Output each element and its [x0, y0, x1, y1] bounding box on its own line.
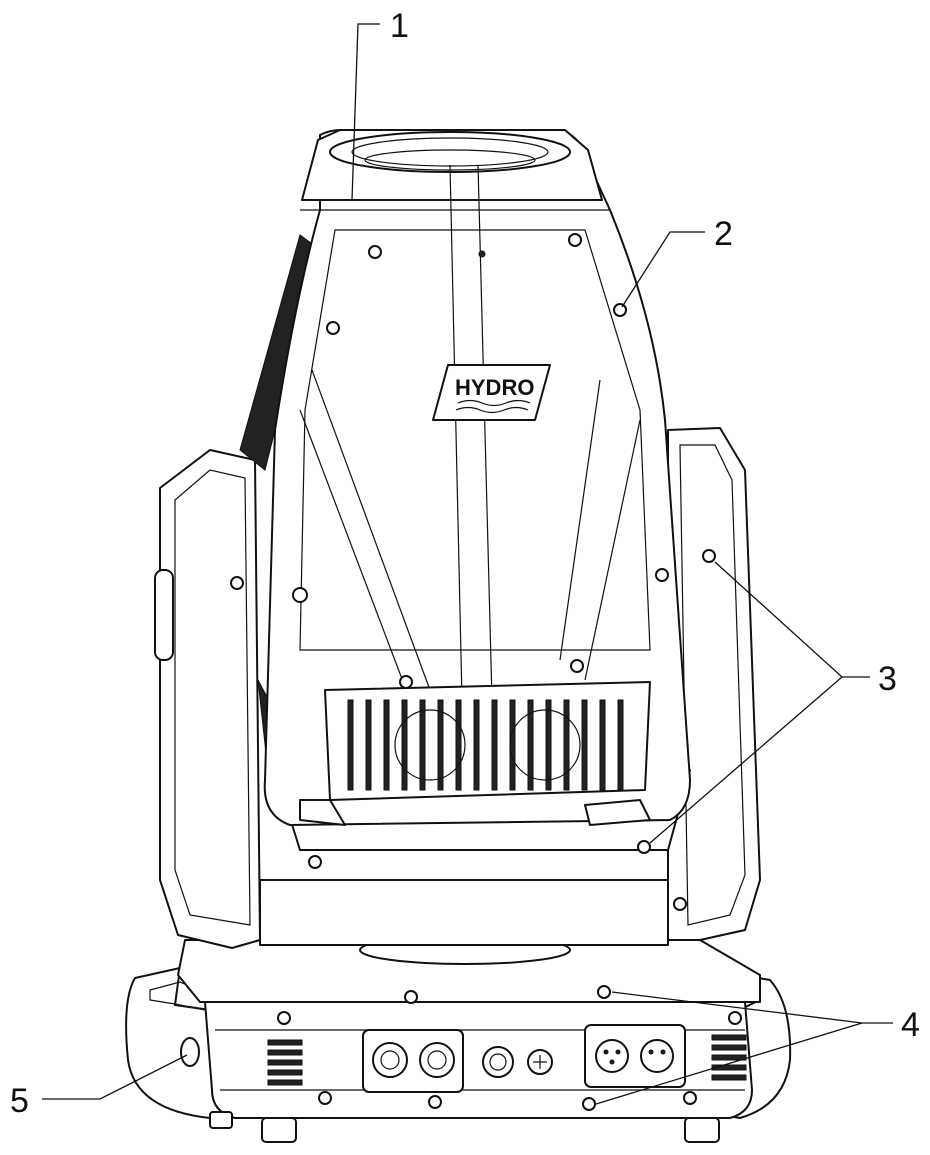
- head-side-screw: [613, 303, 627, 317]
- callout-label-4: 4: [901, 1006, 920, 1044]
- callout-5: 5: [10, 1054, 188, 1120]
- yoke-screw-upper: [702, 549, 716, 563]
- head-unit: HYDRO: [239, 129, 691, 826]
- base-unit: [125, 935, 792, 1143]
- callout-3: 3: [649, 561, 897, 844]
- yoke-crossbar: [259, 879, 669, 946]
- callout-label-3: 3: [878, 660, 897, 698]
- foot-left: [261, 1117, 297, 1143]
- callout-4: 4: [595, 991, 920, 1105]
- foot-left-outer: [209, 1111, 233, 1129]
- callout-1: 1: [351, 7, 409, 201]
- fuse-and-gland: [482, 1046, 553, 1078]
- yoke-left-handle: [154, 569, 174, 661]
- yoke-right-arm: [667, 427, 761, 941]
- callout-label-2: 2: [714, 215, 733, 253]
- dmx-connector-panel: [584, 1024, 686, 1088]
- yoke-left-arm: [159, 449, 261, 949]
- base-vent-right: [711, 1034, 747, 1081]
- callout-label-1: 1: [390, 7, 409, 45]
- yoke-screw-lower: [637, 840, 651, 854]
- foot-right: [684, 1117, 720, 1143]
- yoke: [154, 427, 761, 949]
- callout-label-5: 5: [10, 1082, 29, 1120]
- logo-text: HYDRO: [455, 375, 534, 400]
- callout-2: 2: [621, 215, 733, 308]
- power-connector-panel: [362, 1029, 464, 1093]
- logo-plate: [432, 364, 551, 421]
- base-vent-left: [267, 1039, 303, 1086]
- fan-grille-bars: [347, 699, 624, 791]
- safety-eyelet: [180, 1037, 200, 1067]
